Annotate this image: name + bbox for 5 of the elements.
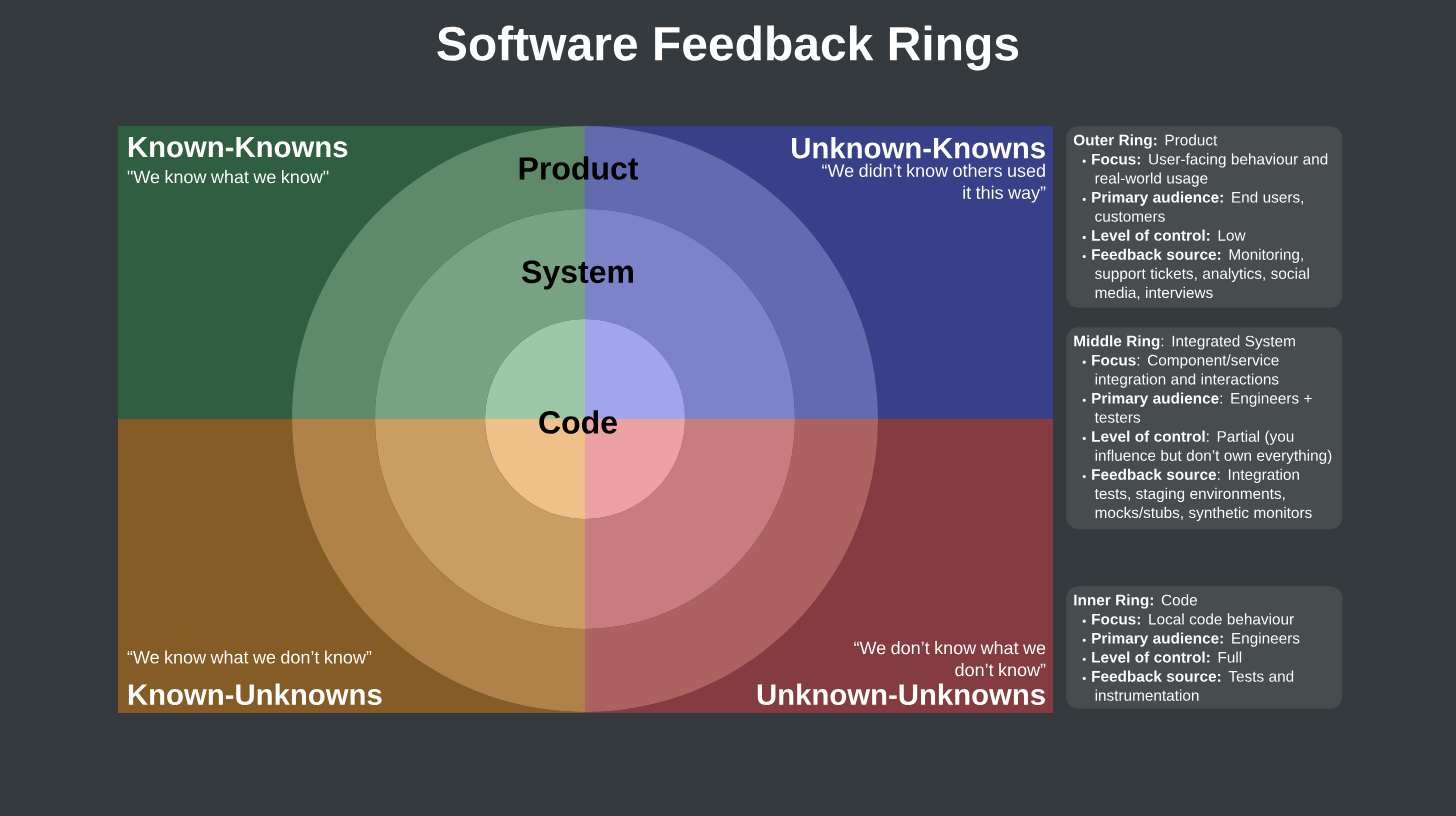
info-panel: Middle Ring: Integrated System Focus: Component/service integration and interactions Primary audience: Engineers + testers Level of control: Partial (you influence but don’t own everything) Feedback source: Integration tests, staging environments, mocks/stubs, synthetic monitors [1066,327,1343,530]
ring: Code [485,319,685,519]
info-panel: Outer Ring: Product Focus: User-facing behaviour and real-world usage Primary audience: End users, customers Level of control: Low Feedback source: Monitoring, support tickets, analytics, social media, interviews [1066,126,1343,308]
title: Software Feedback Rings [437,25,1019,71]
info-panel: Inner Ring: Code Focus: Local code behaviour Primary audience: Engineers Level of control: Full Feedback source: Tests and instrumentation [1066,586,1343,709]
